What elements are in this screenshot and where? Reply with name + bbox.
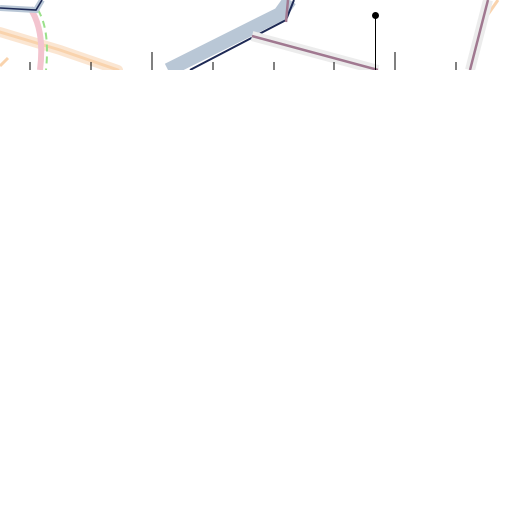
blue-navy-route — [164, 0, 296, 70]
blank-area — [0, 70, 512, 512]
green-dashed-path — [37, 9, 48, 70]
blue-navy-corner — [0, 0, 45, 14]
map-canvas[interactable] — [0, 0, 512, 70]
orange-road-line — [0, 30, 120, 70]
orange-road-short — [0, 56, 10, 68]
purple-route — [250, 0, 493, 70]
map-viewport[interactable] — [0, 0, 512, 70]
tick-bar — [29, 52, 457, 70]
pin-marker[interactable] — [372, 12, 379, 70]
pin-head-icon[interactable] — [372, 12, 379, 19]
